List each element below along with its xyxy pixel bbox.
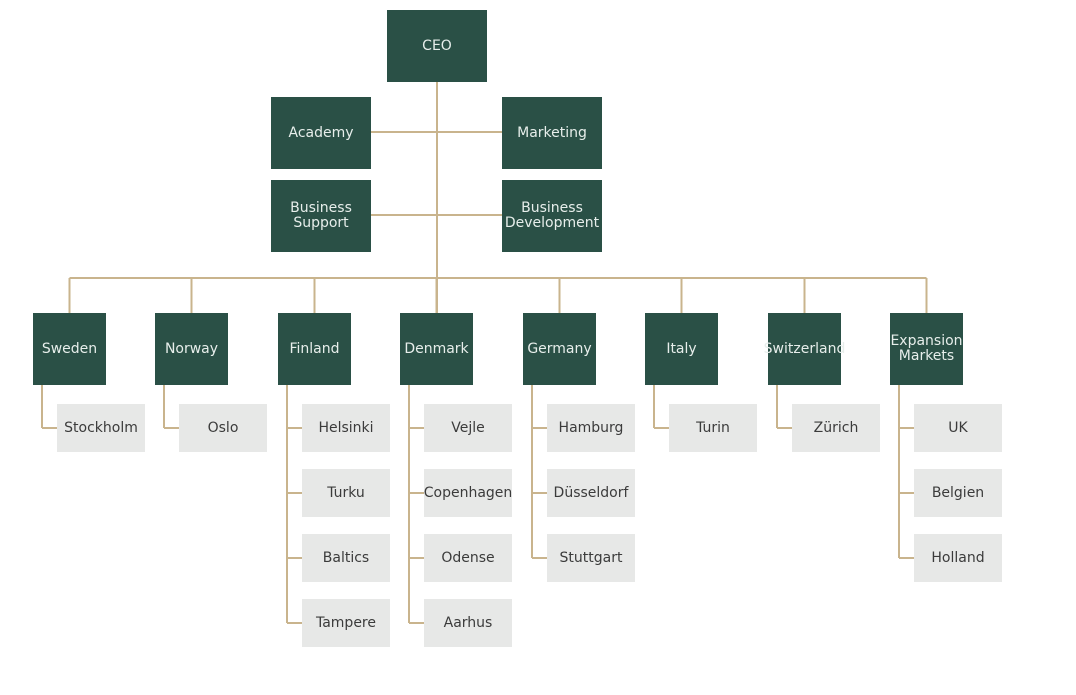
office-node-helsinki: Helsinki <box>302 404 390 452</box>
office-node-uk: UK <box>914 404 1002 452</box>
country-node-finland: Finland <box>278 313 351 385</box>
office-node-dusseldorf: Düsseldorf <box>547 469 635 517</box>
office-node-stockholm: Stockholm <box>57 404 145 452</box>
country-node-expansion-markets: Expansion Markets <box>890 313 963 385</box>
office-node-hamburg: Hamburg <box>547 404 635 452</box>
country-node-sweden: Sweden <box>33 313 106 385</box>
office-node-oslo: Oslo <box>179 404 267 452</box>
office-node-odense: Odense <box>424 534 512 582</box>
ceo-node: CEO <box>387 10 487 82</box>
country-node-italy: Italy <box>645 313 718 385</box>
country-node-denmark: Denmark <box>400 313 473 385</box>
office-node-belgien: Belgien <box>914 469 1002 517</box>
marketing-node: Marketing <box>502 97 602 169</box>
office-node-aarhus: Aarhus <box>424 599 512 647</box>
academy-node: Academy <box>271 97 371 169</box>
office-node-zurich: Zürich <box>792 404 880 452</box>
business-development-node: Business Development <box>502 180 602 252</box>
office-node-tampere: Tampere <box>302 599 390 647</box>
office-node-vejle: Vejle <box>424 404 512 452</box>
office-node-turin: Turin <box>669 404 757 452</box>
country-node-germany: Germany <box>523 313 596 385</box>
office-node-turku: Turku <box>302 469 390 517</box>
office-node-copenhagen: Copenhagen <box>424 469 512 517</box>
business-support-node: Business Support <box>271 180 371 252</box>
country-node-norway: Norway <box>155 313 228 385</box>
office-node-stuttgart: Stuttgart <box>547 534 635 582</box>
office-node-baltics: Baltics <box>302 534 390 582</box>
country-node-switzerland: Switzerland <box>764 313 845 385</box>
office-node-holland: Holland <box>914 534 1002 582</box>
